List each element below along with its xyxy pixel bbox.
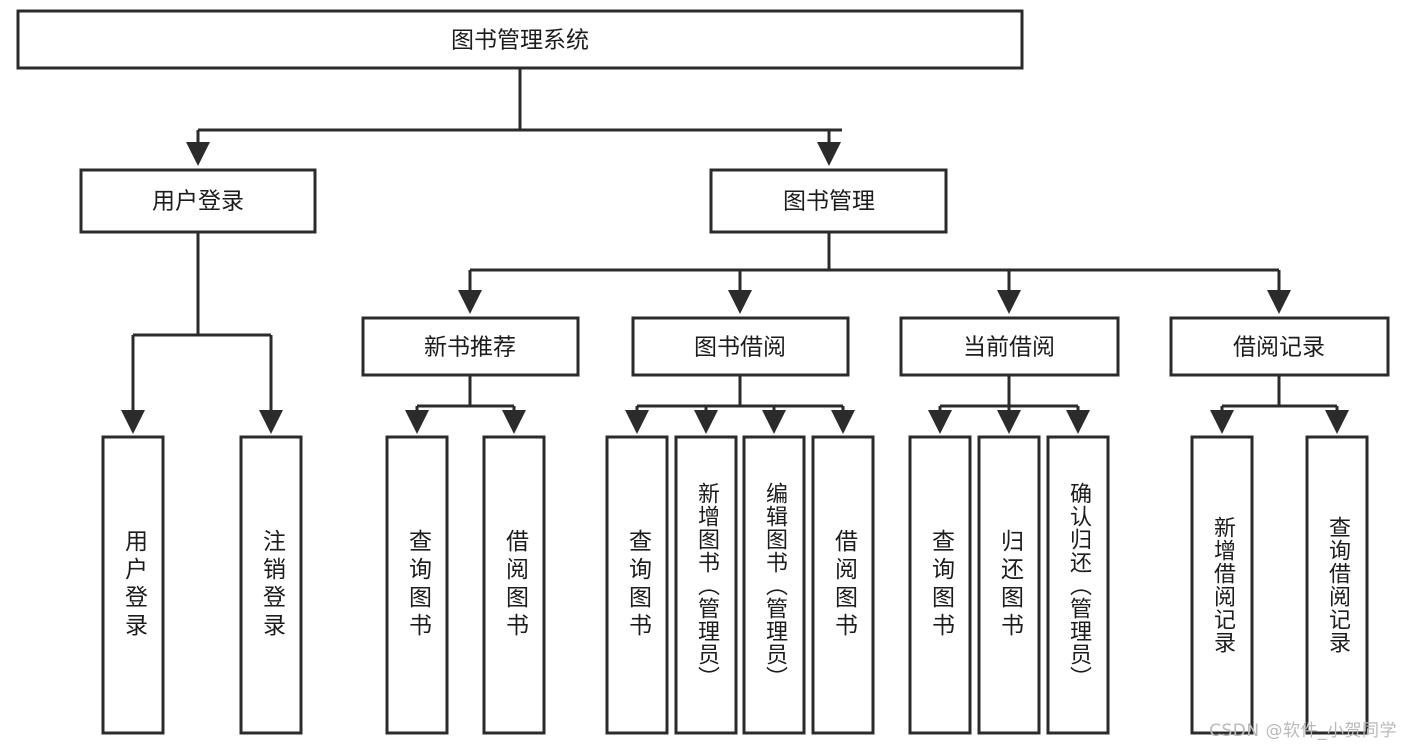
leaf-box-query-book-2[interactable] bbox=[605, 435, 669, 735]
node-root-label: 图书管理系统 bbox=[451, 28, 589, 54]
node-new-book-recommend[interactable]: 新书推荐 bbox=[361, 316, 580, 377]
connector-currentborrow-to-leaves bbox=[928, 375, 1090, 434]
node-root[interactable]: 图书管理系统 bbox=[16, 9, 1024, 70]
leaf-box-add-borrow-record[interactable] bbox=[1190, 435, 1254, 735]
connector-bookmgmt-to-level3 bbox=[458, 232, 1291, 314]
node-borrow-record-label: 借阅记录 bbox=[1233, 335, 1325, 361]
leaf-box-query-borrow-record[interactable] bbox=[1305, 435, 1369, 735]
leaf-box-confirm-return[interactable] bbox=[1046, 435, 1110, 735]
node-book-borrow[interactable]: 图书借阅 bbox=[631, 316, 850, 377]
connector-newbook-to-leaves bbox=[405, 375, 526, 434]
node-book-borrow-label: 图书借阅 bbox=[694, 335, 786, 361]
connector-borrowrecord-to-leaves bbox=[1210, 375, 1349, 434]
watermark-text: CSDN @软件_小贺同学 bbox=[1209, 721, 1397, 741]
leaf-box-query-book-1[interactable] bbox=[385, 435, 449, 735]
leaf-box-edit-book[interactable] bbox=[742, 435, 806, 735]
leaf-box-query-book-3[interactable] bbox=[908, 435, 972, 735]
leaf-box-borrow-book-1[interactable] bbox=[482, 435, 546, 735]
connector-bookborrow-to-leaves bbox=[625, 375, 855, 434]
leaf-box-add-book[interactable] bbox=[674, 435, 738, 735]
leaf-box-borrow-book-2[interactable] bbox=[811, 435, 875, 735]
leaf-box-return-book[interactable] bbox=[977, 435, 1041, 735]
leaf-box-user-login[interactable] bbox=[101, 435, 165, 735]
node-user-login[interactable]: 用户登录 bbox=[79, 168, 317, 234]
node-current-borrow[interactable]: 当前借阅 bbox=[899, 316, 1120, 377]
connector-root-to-level2 bbox=[186, 68, 842, 166]
connector-userlogin-to-leaves bbox=[121, 232, 283, 434]
node-new-book-recommend-label: 新书推荐 bbox=[424, 335, 516, 361]
node-user-login-label: 用户登录 bbox=[152, 189, 244, 215]
node-borrow-record[interactable]: 借阅记录 bbox=[1169, 316, 1390, 377]
node-book-management-label: 图书管理 bbox=[783, 189, 875, 215]
node-current-borrow-label: 当前借阅 bbox=[963, 335, 1055, 361]
leaf-box-logout[interactable] bbox=[239, 435, 303, 735]
node-book-management[interactable]: 图书管理 bbox=[709, 168, 948, 234]
